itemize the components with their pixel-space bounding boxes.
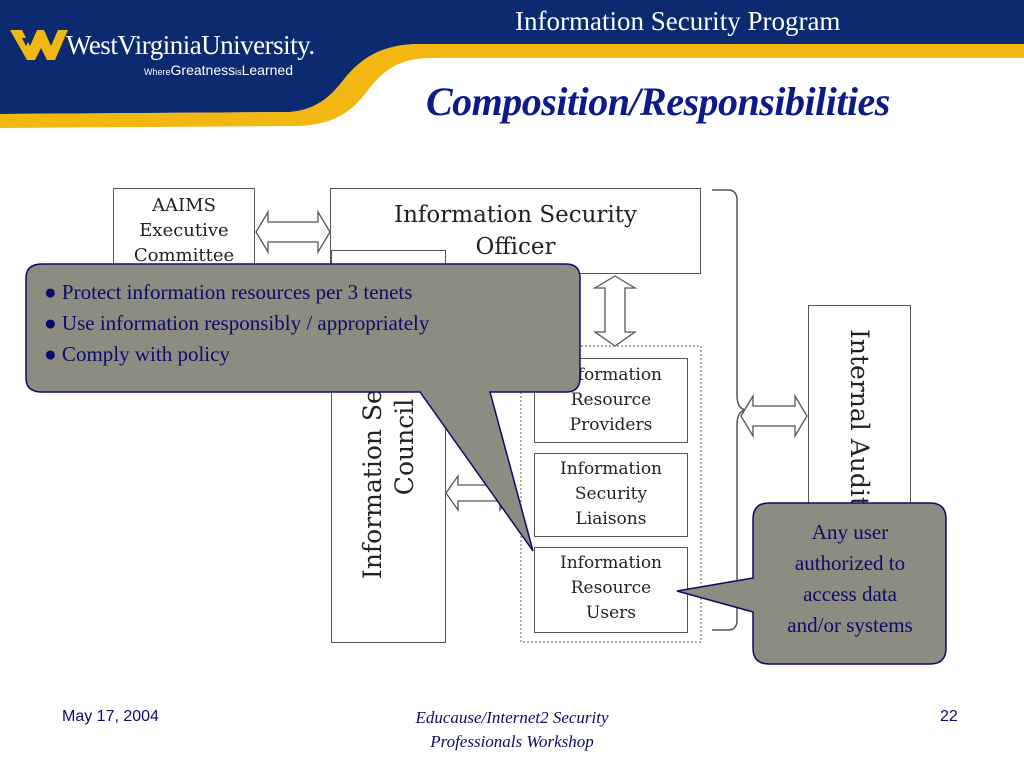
iru-line-2: Resource bbox=[570, 578, 652, 598]
callout-line: and/or systems bbox=[787, 613, 913, 637]
isl-line-2: Security bbox=[574, 484, 648, 504]
slide-title: Composition/Responsibilities bbox=[426, 79, 890, 124]
iso-line-2: Officer bbox=[475, 234, 556, 260]
university-tagline: WhereGreatnessisLearned bbox=[144, 62, 293, 78]
resource-users-box: Information Resource Users bbox=[534, 547, 688, 633]
callout-line: authorized to bbox=[794, 551, 906, 575]
tagline-learned: Learned bbox=[241, 62, 293, 78]
user-definition-callout-text: Any user authorized to access data and/o… bbox=[755, 517, 945, 641]
footer-page-number: 22 bbox=[940, 708, 958, 725]
aaims-committee-box: AAIMS Executive Committee bbox=[113, 188, 255, 268]
tagline-is: is bbox=[235, 67, 242, 77]
user-definition-callout-bubble bbox=[676, 502, 947, 665]
bullet-item: ● Comply with policy bbox=[44, 342, 230, 366]
tagline-where: Where bbox=[144, 67, 171, 77]
responsibilities-callout-text: ● Protect information resources per 3 te… bbox=[44, 277, 429, 370]
callout-line: Any user bbox=[811, 520, 889, 544]
footer-event-line-1: Educause/Internet2 Security bbox=[415, 708, 609, 727]
iso-line-1: Information Security bbox=[394, 202, 637, 228]
tagline-greatness: Greatness bbox=[170, 62, 236, 78]
aaims-line-3: Committee bbox=[133, 245, 235, 266]
footer-date: May 17, 2004 bbox=[62, 708, 159, 725]
callout-line: access data bbox=[803, 582, 897, 606]
bullet-item: ● Use information responsibly / appropri… bbox=[44, 311, 430, 335]
footer-event-line-2: Professionals Workshop bbox=[430, 732, 594, 751]
header-banner bbox=[0, 0, 1024, 128]
roles-dotted-group bbox=[520, 345, 702, 643]
wv-flying-logo-icon bbox=[10, 30, 68, 60]
aaims-line-1: AAIMS bbox=[152, 195, 216, 216]
university-wordmark: WestVirginiaUniversity. bbox=[66, 30, 315, 60]
iru-line-3: Users bbox=[586, 603, 636, 623]
brace-audit-arrow bbox=[740, 393, 808, 439]
irp-line-1: Information bbox=[559, 365, 663, 385]
security-liaisons-box: Information Security Liaisons bbox=[534, 453, 688, 537]
bullet-item: ● Protect information resources per 3 te… bbox=[44, 280, 413, 304]
footer-event-name: Educause/Internet2 Security Professional… bbox=[330, 706, 694, 754]
irp-line-2: Resource bbox=[570, 390, 652, 410]
irp-line-3: Providers bbox=[569, 415, 653, 435]
isl-line-1: Information bbox=[559, 459, 663, 479]
program-title: Information Security Program bbox=[515, 6, 841, 36]
responsibilities-callout-bubble bbox=[25, 263, 581, 552]
isl-line-3: Liaisons bbox=[575, 509, 647, 529]
iru-line-1: Information bbox=[559, 553, 663, 573]
aaims-line-2: Executive bbox=[139, 220, 229, 241]
